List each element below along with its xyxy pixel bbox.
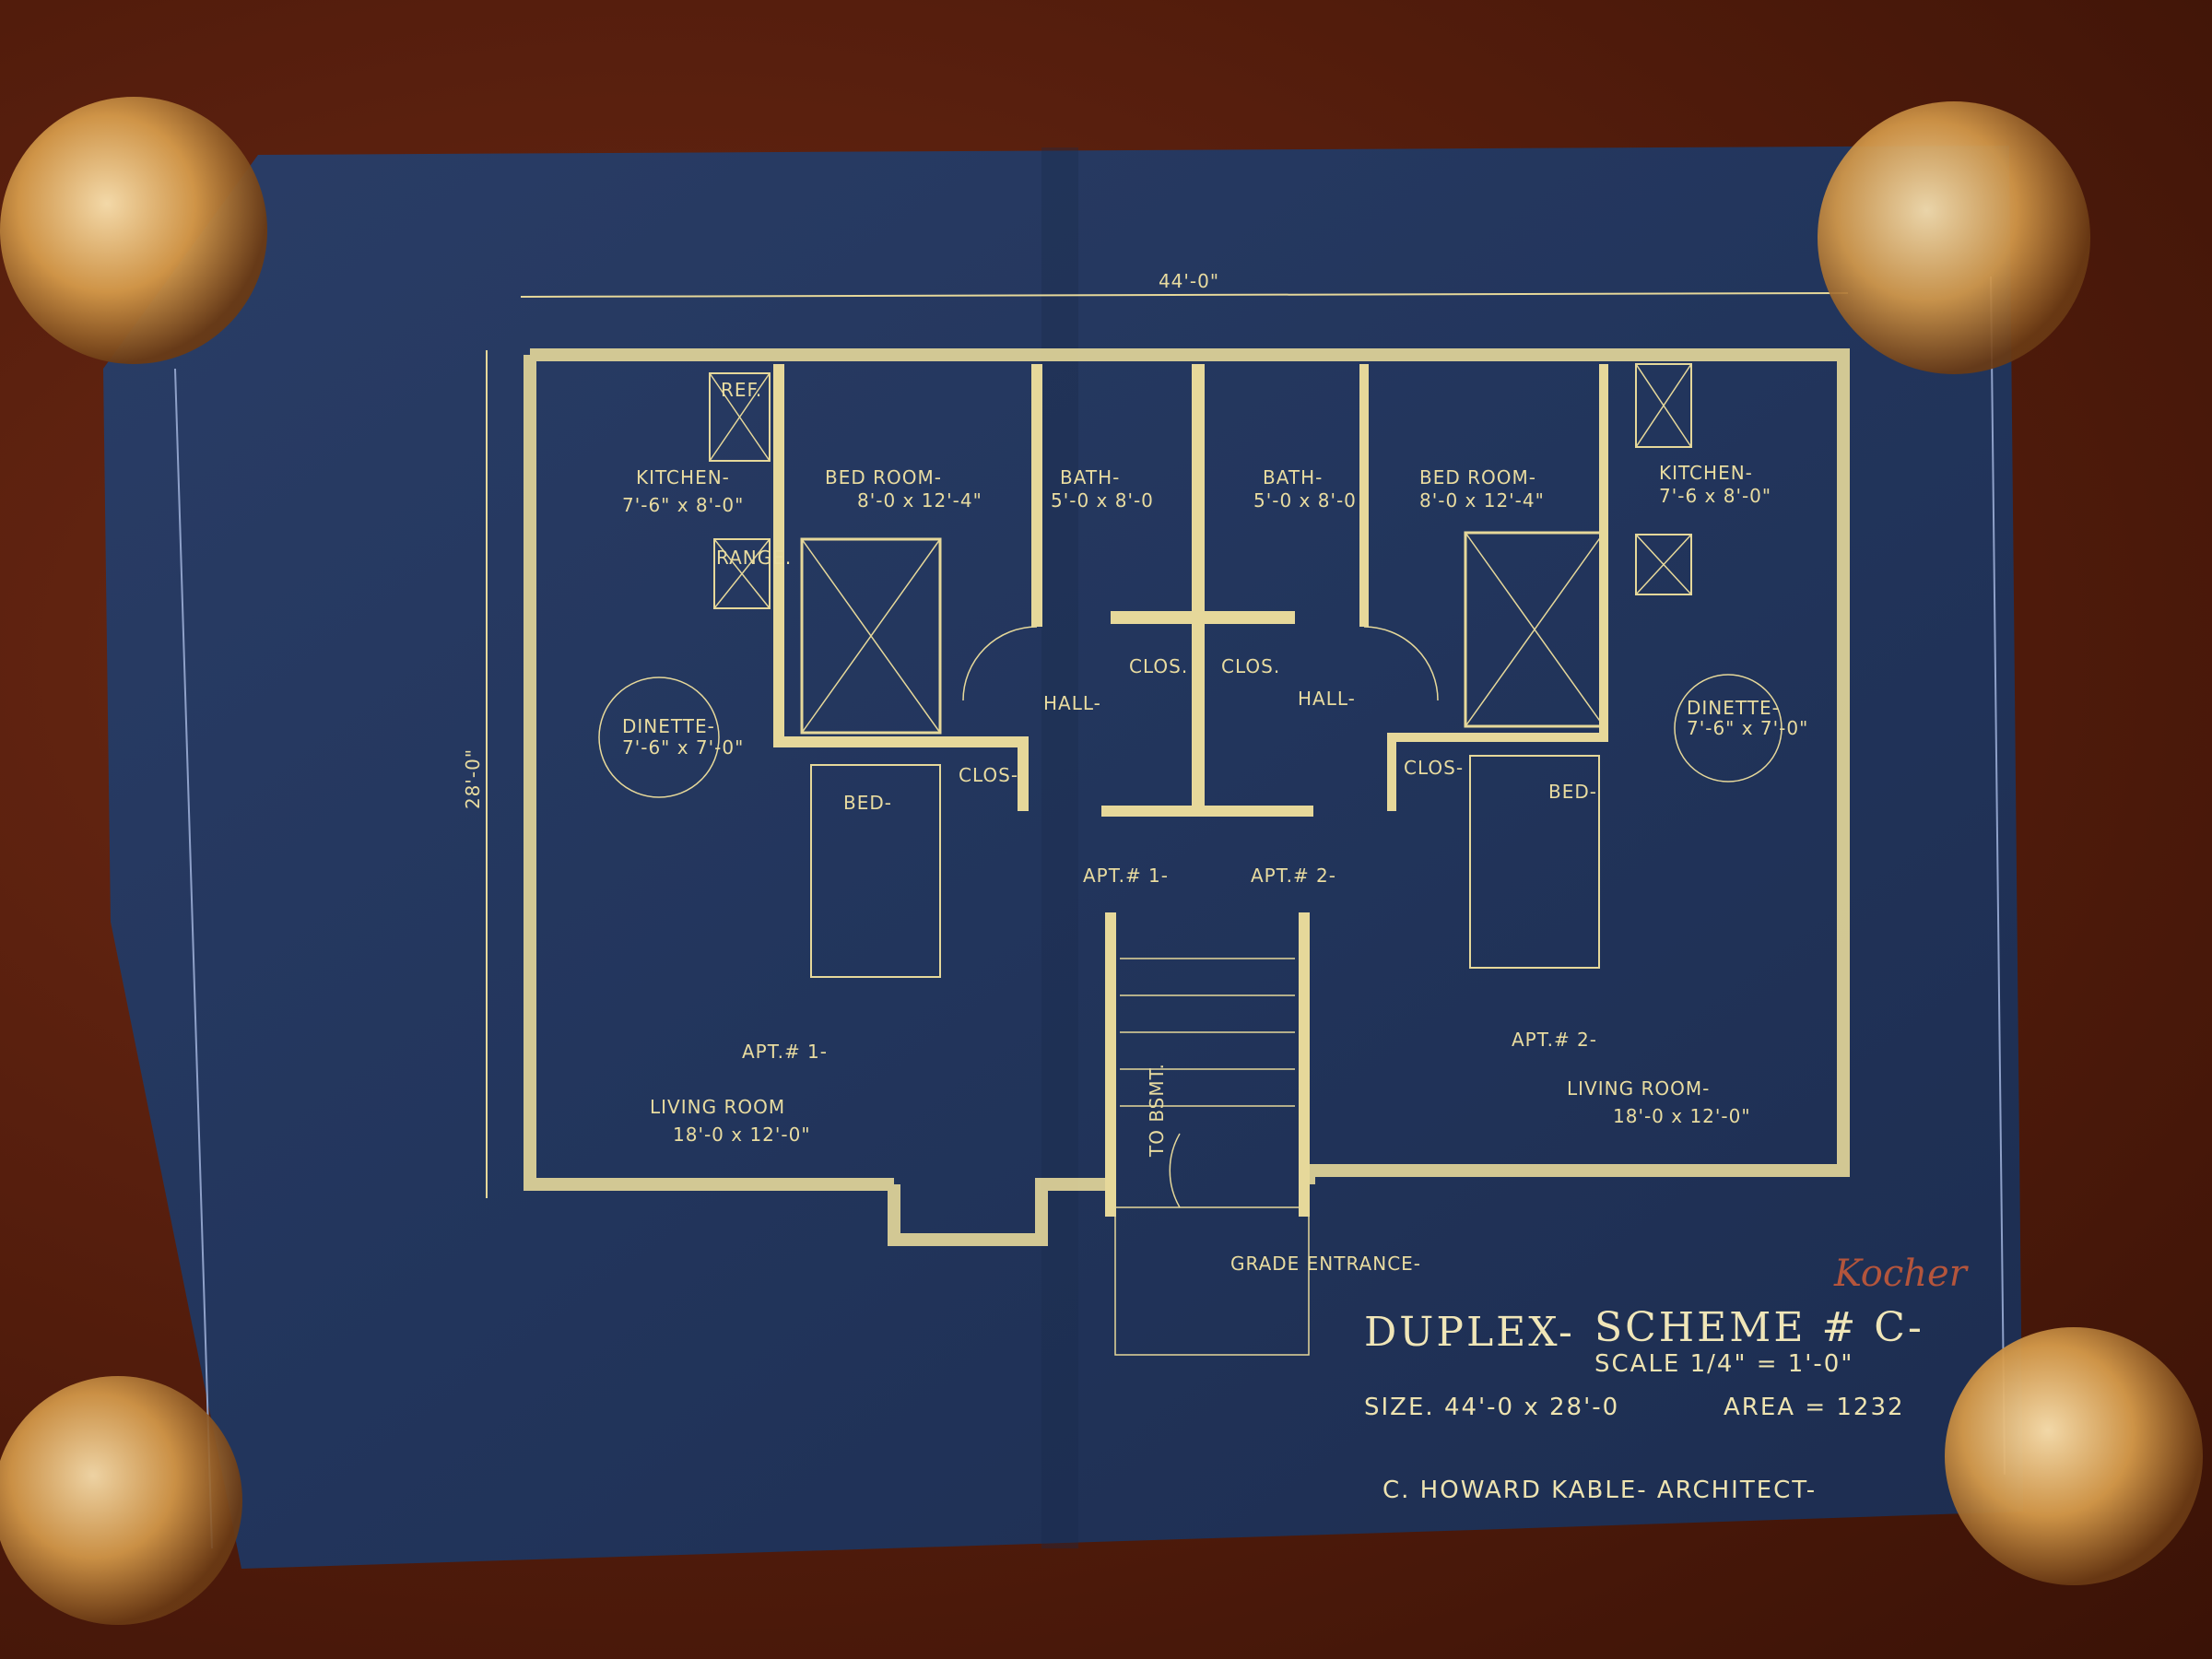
paper-fold — [1041, 147, 1078, 1548]
title-size: SIZE. 44'-0 x 28'-0 — [1364, 1394, 1619, 1421]
title-block: DUPLEX- SCHEME # C- SCALE 1/4" = 1'-0" S… — [1364, 1253, 1970, 1504]
apt2-living-size: 18'-0 x 12'-0" — [1613, 1105, 1751, 1127]
border-line — [174, 368, 213, 1549]
overall-width-dim: 44'-0" — [1159, 270, 1219, 292]
paperweight-bottom-right — [1945, 1327, 2203, 1585]
room-labels: 44'-0" 28'-0" KITCHEN- 7'-6" x 8'-0" REF… — [462, 270, 1808, 1275]
paperweight-top-right — [1818, 101, 2090, 374]
apt2-bath-label: BATH- — [1263, 466, 1323, 488]
apt1-hall-label: HALL- — [1043, 692, 1101, 714]
signature: Kocher — [1833, 1253, 1970, 1295]
apt2-living-label: LIVING ROOM- — [1567, 1077, 1710, 1100]
apt1-kitchen-size: 7'-6" x 8'-0" — [622, 494, 744, 516]
apt1-bath-size: 5'-0 x 8'-0 — [1051, 489, 1154, 512]
glass-paperweights — [0, 97, 2203, 1625]
apt2-bedroom-size: 8'-0 x 12'-4" — [1419, 489, 1545, 512]
grade-entrance-label: GRADE ENTRANCE- — [1230, 1253, 1421, 1275]
apt1-clos-label: CLOS- — [959, 764, 1018, 786]
apt2-bedroom-label: BED ROOM- — [1419, 466, 1536, 488]
apt1-bath-label: BATH- — [1060, 466, 1120, 488]
apt1-label: APT.# 1- — [742, 1041, 828, 1063]
apt2-clos-label: CLOS- — [1404, 757, 1464, 779]
overall-depth-dim: 28'-0" — [462, 748, 484, 809]
apt1-living-label: LIVING ROOM — [650, 1096, 785, 1118]
title-architect: C. HOWARD KABLE- ARCHITECT- — [1382, 1477, 1817, 1504]
apt1-hall-clos-label: CLOS. — [1129, 655, 1188, 677]
blueprint-sheet — [103, 146, 2023, 1569]
title-duplex: DUPLEX- — [1364, 1309, 1575, 1356]
apt2-kitchen-size: 7'-6 x 8'-0" — [1659, 485, 1771, 507]
apt1-living-size: 18'-0 x 12'-0" — [673, 1124, 811, 1146]
range-label: RANGE. — [716, 547, 792, 569]
apt2-hall-label: HALL- — [1298, 688, 1356, 710]
apt2-entry-arrow: APT.# 2- — [1251, 865, 1336, 887]
apt2-hall-clos-label: CLOS. — [1221, 655, 1280, 677]
border-line — [1990, 276, 2006, 1476]
apt2-label: APT.# 2- — [1512, 1029, 1597, 1051]
apt1-dinette-size: 7'-6" x 7'-0" — [622, 736, 744, 759]
apt1-dinette-label: DINETTE- — [622, 715, 715, 737]
title-scale: SCALE 1/4" = 1'-0" — [1594, 1350, 1853, 1378]
apt2-dinette-size: 7'-6" x 7'-0" — [1687, 717, 1808, 739]
stair-label: TO BSMT. — [1146, 1063, 1168, 1158]
apt1-kitchen-label: KITCHEN- — [636, 466, 730, 488]
apt1-entry-arrow: APT.# 1- — [1083, 865, 1169, 887]
apt1-bedroom-size: 8'-0 x 12'-4" — [857, 489, 982, 512]
apt2-dinette-label: DINETTE- — [1687, 697, 1780, 719]
apt2-bath-size: 5'-0 x 8'-0 — [1253, 489, 1357, 512]
title-area: AREA = 1232 — [1724, 1394, 1905, 1421]
title-scheme: SCHEME # C- — [1594, 1304, 1924, 1351]
paperweight-top-left — [0, 97, 267, 364]
apt2-kitchen-label: KITCHEN- — [1659, 462, 1753, 484]
apt1-bedroom-label: BED ROOM- — [825, 466, 942, 488]
apt2-bed-label: BED- — [1548, 781, 1597, 803]
paperweight-bottom-left — [0, 1376, 242, 1625]
ref-label: REF. — [721, 379, 762, 401]
floor-plan — [486, 292, 1850, 1356]
apt1-bed-label: BED- — [843, 792, 892, 814]
